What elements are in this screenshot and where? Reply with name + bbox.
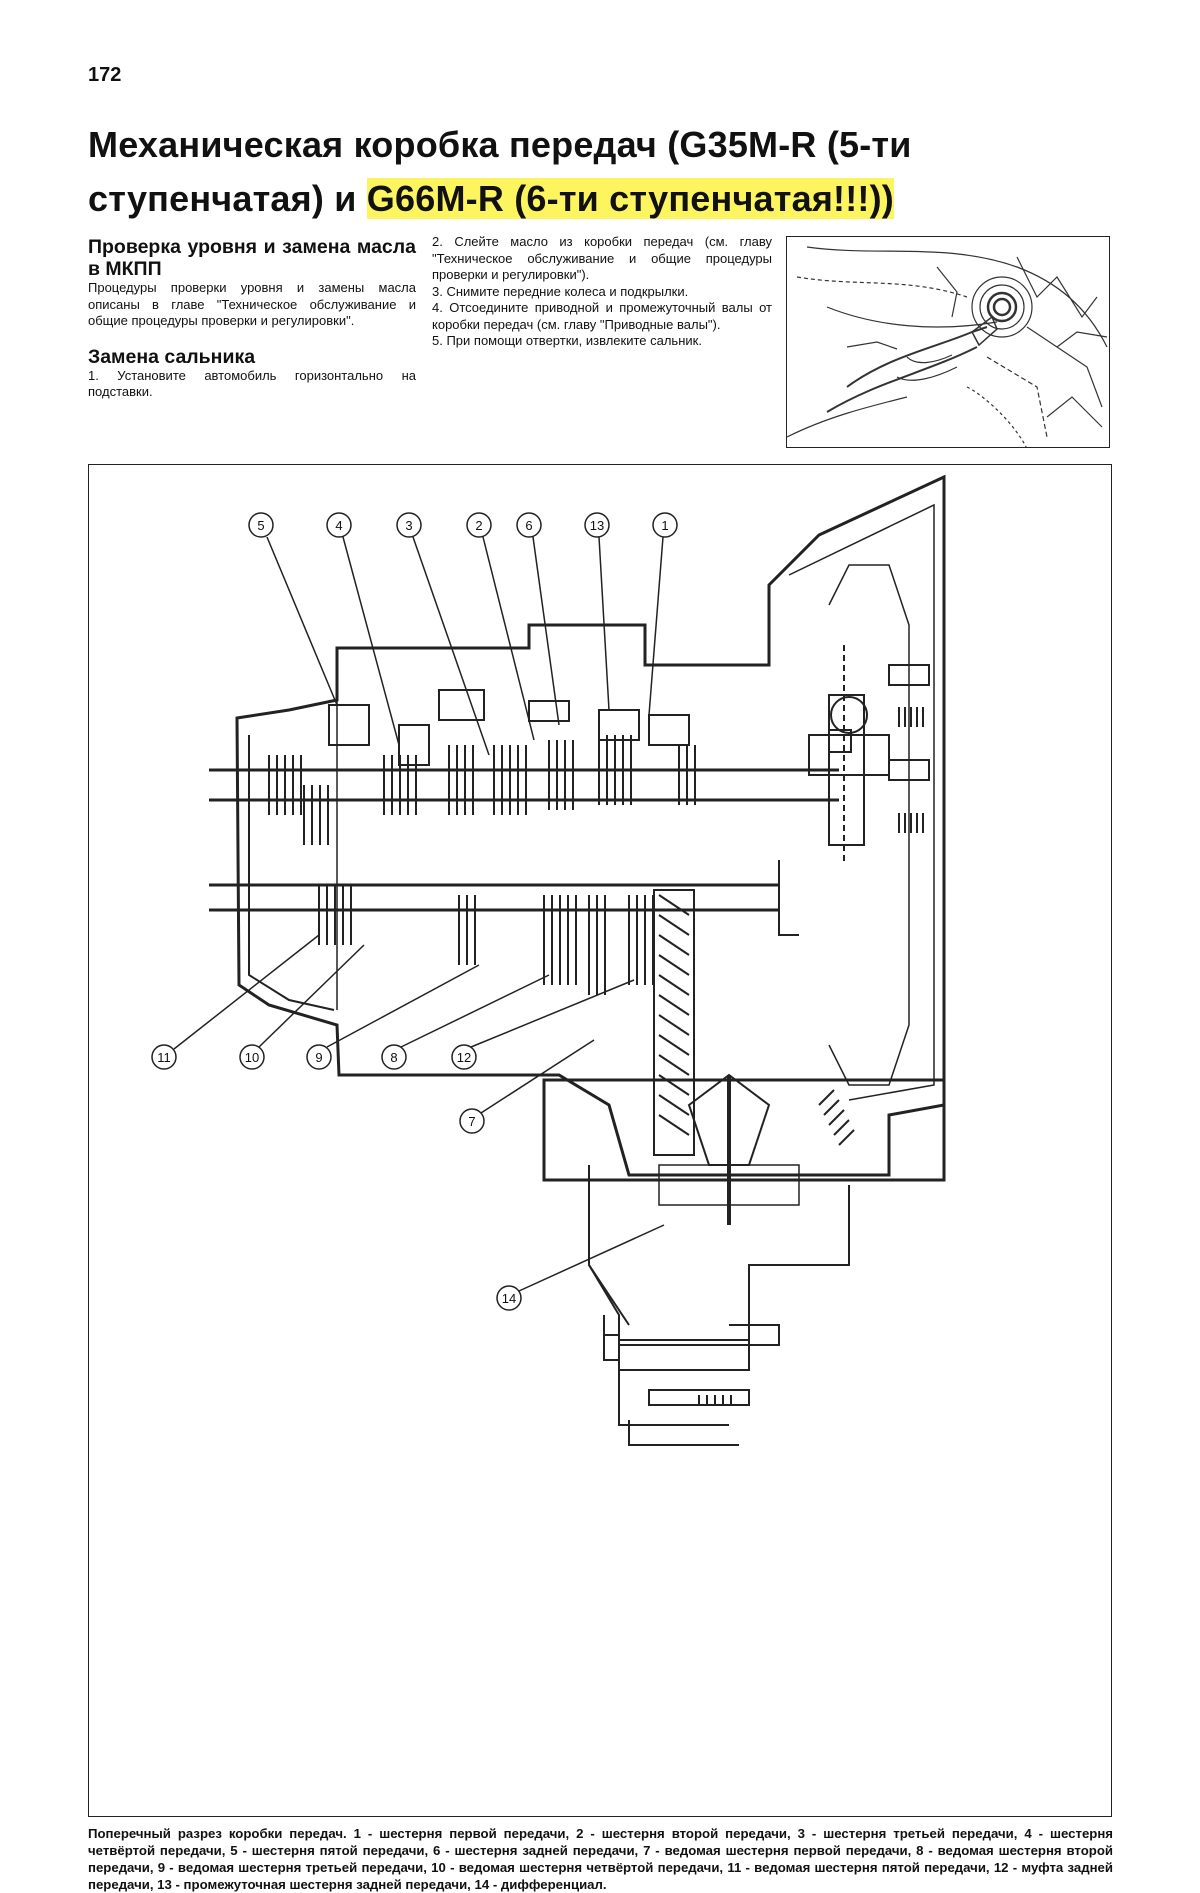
- callout-top-4: 6: [525, 518, 532, 533]
- oil-paragraph: Процедуры проверки уровня и замены масла…: [88, 280, 416, 328]
- gear-block-group-lower: [318, 885, 654, 995]
- title-highlight: G66M-R (6-ти ступенчатая!!!)): [366, 178, 894, 219]
- callout-top-3: 2: [475, 518, 482, 533]
- gearbox-drawing: 5 4 3 2 6 13 1 11 10 9 8 12 7 14: [151, 474, 946, 1446]
- seal-step-4: 4. Отсоедините приводной и промежуточный…: [432, 300, 772, 332]
- callout-top-2: 3: [405, 518, 412, 533]
- ring-gear: [818, 1089, 855, 1146]
- callout-bottom-5: 7: [468, 1114, 475, 1129]
- callout-top-5: 13: [590, 518, 604, 533]
- left-column: Проверка уровня и замена масла в МКПП Пр…: [88, 236, 416, 401]
- page-number: 172: [88, 64, 122, 86]
- page-title: Механическая коробка передач (G35M-R (5-…: [88, 118, 1138, 226]
- diagram-caption: Поперечный разрез коробки передач. 1 - ш…: [88, 1826, 1113, 1892]
- callout-top-0: 5: [257, 518, 264, 533]
- reverse-idler-gear: [653, 889, 695, 1156]
- bolt-threads: [698, 707, 924, 1405]
- seal-removal-illustration: [786, 236, 1110, 448]
- gear-block-group-upper: [268, 735, 696, 845]
- seal-step-3: 3. Снимите передние колеса и подкрылки.: [432, 283, 689, 299]
- title-main: Механическая коробка передач (G35M-R (5-…: [88, 124, 912, 219]
- seal-step-2: 2. Слейте масло из коробки передач (см. …: [432, 234, 772, 282]
- callout-bottom-3: 8: [390, 1050, 397, 1065]
- callout-bottom-0: 11: [157, 1050, 171, 1065]
- callout-bottom-2: 9: [315, 1050, 322, 1065]
- callout-bottom-6: 14: [502, 1291, 516, 1306]
- callout-top-6: 1: [661, 518, 668, 533]
- callout-top-1: 4: [335, 518, 342, 533]
- seal-removal-drawing: [787, 246, 1108, 447]
- seal-step-5: 5. При помощи отвертки, извлеките сальни…: [432, 333, 702, 348]
- callout-bottom-1: 10: [245, 1050, 259, 1065]
- gearbox-cross-section-diagram: 5 4 3 2 6 13 1 11 10 9 8 12 7 14: [88, 464, 1112, 1817]
- section-heading-oil: Проверка уровня и замена масла в МКПП: [88, 236, 416, 280]
- callout-bottom-4: 12: [457, 1050, 471, 1065]
- seal-step-1: 1. Установите автомобиль горизонтально н…: [88, 367, 416, 400]
- middle-column: 2. Слейте масло из коробки передач (см. …: [432, 234, 772, 350]
- section-heading-seal: Замена сальника: [88, 345, 256, 368]
